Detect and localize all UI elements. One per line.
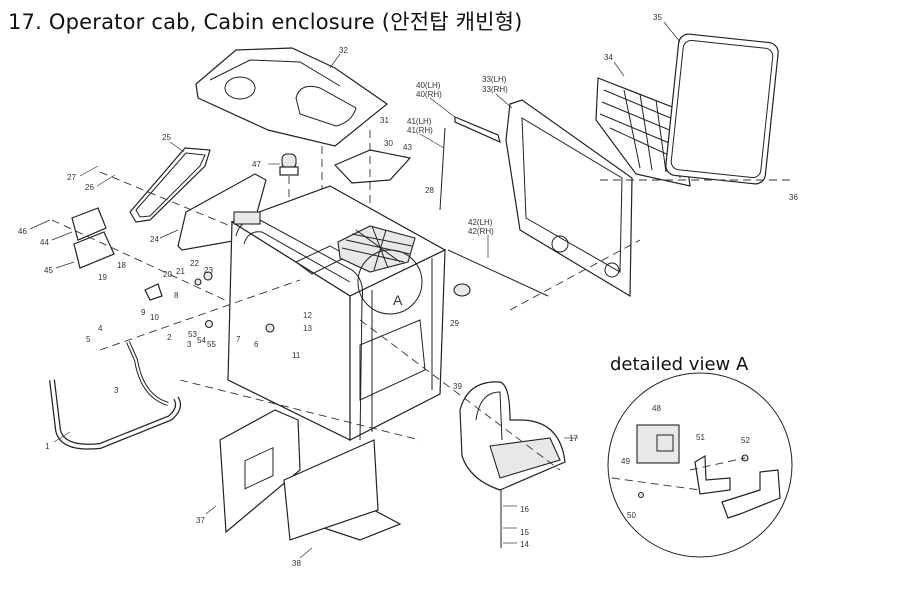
callout-21: 21 (176, 267, 185, 276)
callout-45: 45 (44, 266, 53, 275)
callout-24: 24 (150, 235, 159, 244)
callout-18: 18 (117, 261, 126, 270)
callout-44: 44 (40, 238, 49, 247)
callout-31: 31 (380, 116, 389, 125)
mirror-part-29 (453, 283, 471, 297)
callout-12: 12 (303, 311, 312, 320)
glass-part-44 (71, 207, 107, 241)
side-window-part-25 (129, 147, 211, 223)
callout-53: 53 (188, 330, 197, 339)
callout-52: 52 (741, 436, 750, 445)
bracket-part-51 (694, 454, 731, 495)
callout-5: 5 (86, 335, 91, 344)
bracket-part-8 (144, 283, 163, 301)
callout-27: 27 (67, 173, 76, 182)
callout-51: 51 (696, 433, 705, 442)
callout-3: 3 (187, 340, 192, 349)
glass-part-45 (73, 231, 115, 269)
monitor-part-48 (636, 424, 680, 464)
callout-30: 30 (384, 139, 393, 148)
callout-26: 26 (85, 183, 94, 192)
callout-10: 10 (150, 313, 159, 322)
callout-22: 22 (190, 259, 199, 268)
callout-46: 46 (18, 227, 27, 236)
callout-40-rh: 40(RH) (416, 90, 442, 99)
part-23 (203, 271, 213, 281)
cab-frame (227, 185, 447, 441)
callout-47: 47 (252, 160, 261, 169)
callout-4: 4 (98, 324, 103, 333)
callout-41-rh: 41(RH) (407, 126, 433, 135)
door-frame-part-33 (505, 99, 633, 298)
callout-labels: 1 2 3 3 4 5 6 7 8 9 10 11 12 13 14 15 16… (18, 13, 798, 568)
callout-33-lh: 33(LH) (482, 75, 507, 84)
rear-panel-part-37 (219, 409, 301, 534)
callout-9: 9 (141, 308, 146, 317)
callout-15: 15 (520, 528, 529, 537)
detail-a-marker: A (393, 292, 403, 308)
callout-48: 48 (652, 404, 661, 413)
callout-49: 49 (621, 457, 630, 466)
callout-41-lh: 41(LH) (407, 117, 432, 126)
callout-11: 11 (292, 351, 301, 360)
callout-42-rh: 42(RH) (468, 227, 494, 236)
callout-13: 13 (303, 324, 312, 333)
floor-panel-part-38 (283, 439, 402, 541)
callout-19: 19 (98, 273, 107, 282)
callout-17: 17 (569, 434, 578, 443)
part-6 (265, 323, 275, 333)
callout-55: 55 (207, 340, 216, 349)
callout-8: 8 (174, 291, 179, 300)
rod-part-42 (447, 249, 549, 297)
callout-29: 29 (450, 319, 459, 328)
roof-cover-part-30 (333, 149, 412, 184)
callout-16: 16 (520, 505, 529, 514)
door-glass-part-35 (665, 33, 779, 185)
callout-32: 32 (339, 46, 348, 55)
callout-40-lh: 40(LH) (416, 81, 441, 90)
callout-28: 28 (425, 186, 434, 195)
callout-14: 14 (520, 540, 529, 549)
callout-6: 6 (254, 340, 259, 349)
grab-handle-part-2 (126, 341, 169, 406)
part-21 (194, 278, 202, 286)
callout-39: 39 (453, 382, 462, 391)
washer-part-50 (637, 491, 645, 499)
bracket-mount (721, 469, 781, 519)
callout-34: 34 (604, 53, 613, 62)
rod-part-40 (454, 116, 501, 144)
leader-lines (29, 21, 681, 559)
seat-part-17 (459, 381, 566, 548)
callout-33-rh: 33(RH) (482, 85, 508, 94)
callout-23: 23 (204, 266, 213, 275)
rod-part-41 (439, 127, 446, 211)
page-title: 17. Operator cab, Cabin enclosure (안전탑 캐… (8, 10, 523, 34)
callout-25: 25 (162, 133, 171, 142)
callout-42-lh: 42(LH) (468, 218, 493, 227)
callout-54: 54 (197, 336, 206, 345)
callout-43: 43 (403, 143, 412, 152)
detail-view-title: detailed view A (610, 354, 749, 375)
callout-2: 2 (167, 333, 172, 342)
callout-3: 3 (114, 386, 119, 395)
callout-1: 1 (45, 442, 50, 451)
callout-7: 7 (236, 335, 241, 344)
detail-view-a (607, 372, 793, 558)
callout-38: 38 (292, 559, 301, 568)
part-53 (204, 319, 214, 329)
callout-20: 20 (163, 270, 172, 279)
callout-37: 37 (196, 516, 205, 525)
top-guard-grid (337, 225, 423, 315)
callout-35: 35 (653, 13, 662, 22)
callout-50: 50 (627, 511, 636, 520)
callout-36: 36 (789, 193, 798, 202)
